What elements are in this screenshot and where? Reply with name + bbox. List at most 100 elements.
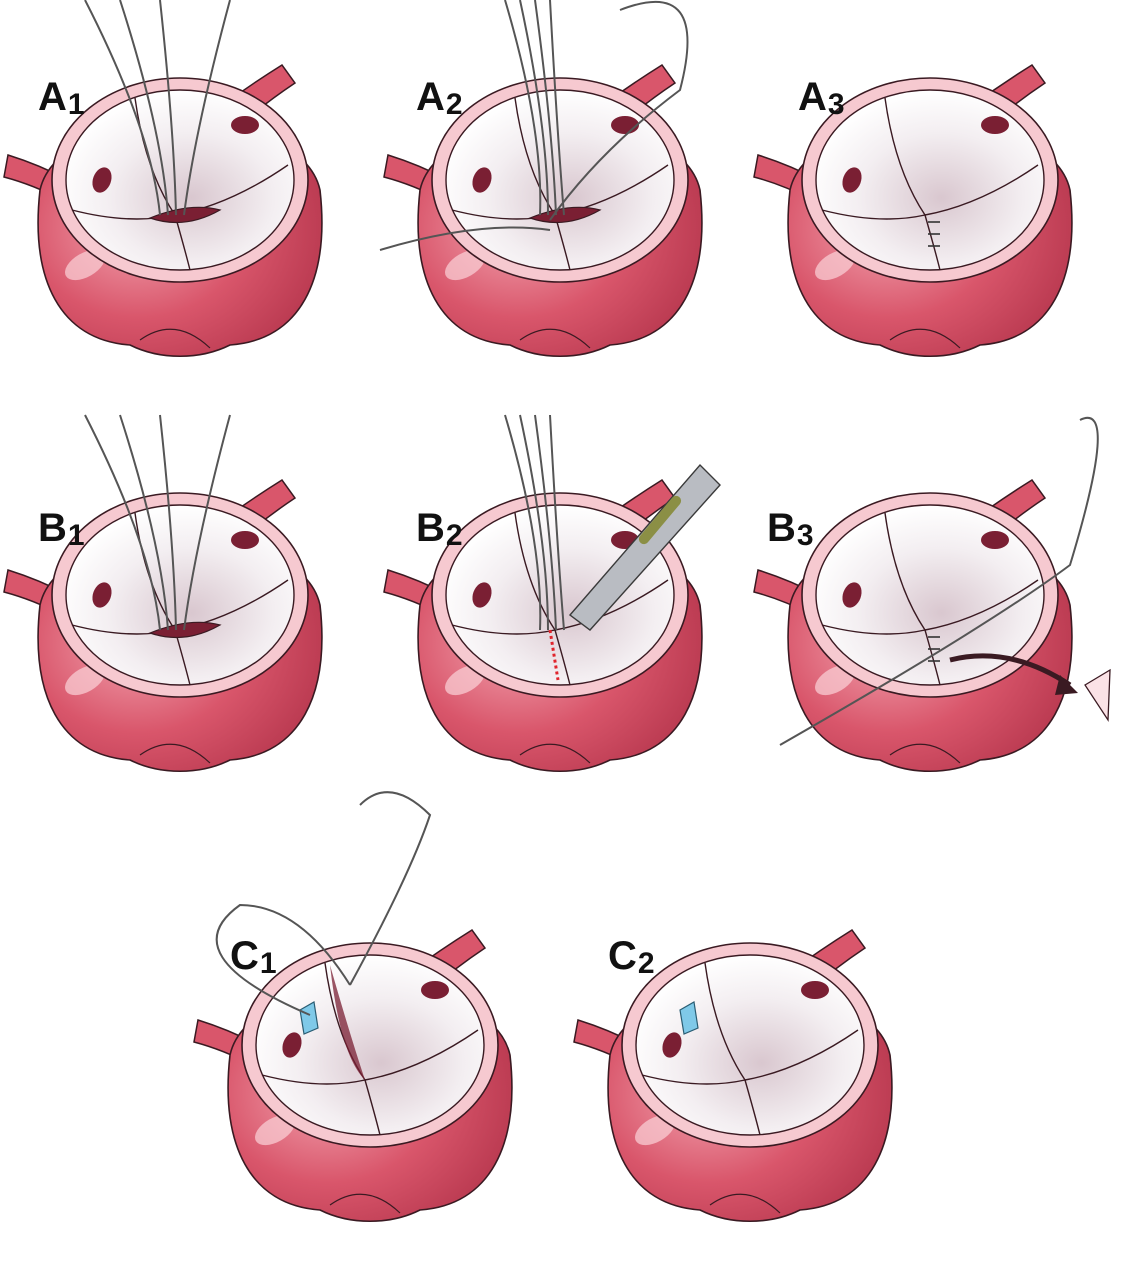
- panel-c1: C1: [193, 791, 540, 1260]
- suture-strand: [519, 0, 549, 216]
- commissure-line: [261, 1074, 366, 1085]
- commissure-line: [924, 164, 1039, 216]
- panel-label: C2: [608, 934, 655, 980]
- panel-b3: B3: [753, 417, 1111, 810]
- commissure-line: [364, 1029, 479, 1081]
- right-coronary-ostium: [231, 116, 259, 134]
- leaflet-defect: [528, 206, 602, 224]
- valve-illustration: [573, 928, 893, 1222]
- valve-illustration: [193, 791, 513, 1222]
- suture-strand: [504, 0, 542, 216]
- highlight: [65, 249, 105, 281]
- left-coronary-ostium: [472, 582, 492, 608]
- panel-b2: B2: [383, 414, 730, 810]
- panel-a1: A1: [3, 0, 350, 395]
- left-coronary-ostium: [842, 582, 862, 608]
- pledget: [299, 1001, 319, 1035]
- highlight: [815, 664, 855, 696]
- right-coronary-ostium: [801, 981, 829, 999]
- commissure-line: [554, 579, 669, 631]
- suture-strand: [159, 414, 177, 631]
- suture-strand: [519, 414, 549, 631]
- lobe-seam: [519, 328, 591, 349]
- valve-illustration: [379, 0, 703, 357]
- suture-strand: [119, 414, 169, 631]
- aortic-lumen: [65, 504, 295, 686]
- panel-label: A2: [416, 75, 463, 121]
- aortic-lumen: [255, 954, 485, 1136]
- scalpel-slot: [638, 495, 682, 545]
- commissure-line: [884, 97, 926, 216]
- suture-strand: [84, 0, 161, 216]
- incision-line: [548, 629, 560, 681]
- left-coronary-ostium: [282, 1032, 302, 1058]
- valve-illustration: [753, 417, 1111, 772]
- commissure-line: [744, 1029, 859, 1081]
- right-coronary-ostium: [421, 981, 449, 999]
- commissure-line: [704, 962, 746, 1081]
- panel-label: A1: [38, 75, 85, 121]
- suture-tail: [379, 226, 551, 251]
- panel-label: A3: [798, 75, 845, 121]
- suture-strand: [183, 414, 231, 631]
- right-coronary-ostium: [611, 116, 639, 134]
- lobe-seam: [329, 1193, 401, 1214]
- lobe-seam: [139, 743, 211, 764]
- commissure-line: [821, 624, 926, 635]
- suture-strand: [159, 0, 177, 216]
- panel-label: B3: [767, 506, 814, 552]
- commissure-line: [884, 512, 926, 631]
- suture-strand: [84, 414, 161, 631]
- commissure-line: [924, 579, 1039, 631]
- suture-strand: [549, 414, 565, 631]
- commissure-line: [821, 209, 926, 220]
- suture-loop: [215, 903, 351, 1016]
- panel-c2: C2: [573, 880, 920, 1260]
- commissure-line: [554, 629, 571, 686]
- curved-needle: [349, 791, 432, 986]
- panel-label: B1: [38, 506, 85, 552]
- commissure-line: [364, 1079, 381, 1136]
- aortic-lumen: [65, 89, 295, 271]
- aortic-lumen: [635, 954, 865, 1136]
- commissure-line: [451, 624, 556, 635]
- lobe-seam: [519, 743, 591, 764]
- commissure-line: [744, 1079, 761, 1136]
- arrow-shaft: [949, 653, 1072, 688]
- valve-illustration: [3, 414, 323, 772]
- highlight: [65, 664, 105, 696]
- valve-illustration: [3, 0, 323, 357]
- suture-strand: [549, 0, 565, 216]
- excised-wedge: [1084, 668, 1111, 723]
- pledget: [679, 1001, 699, 1035]
- right-coronary-ostium: [981, 531, 1009, 549]
- right-coronary-ostium: [981, 116, 1009, 134]
- highlight: [255, 1114, 295, 1146]
- valve-illustration: [383, 414, 721, 772]
- left-coronary-ostium: [662, 1032, 682, 1058]
- curved-needle: [549, 0, 689, 221]
- suture-strand: [534, 0, 557, 216]
- left-coronary-ostium: [92, 167, 112, 193]
- panel-a2: A2: [379, 0, 730, 395]
- scalpel-blade: [568, 463, 721, 631]
- right-coronary-ostium: [231, 531, 259, 549]
- lobe-seam: [139, 328, 211, 349]
- suture-strand: [119, 0, 169, 216]
- left-coronary-ostium: [472, 167, 492, 193]
- highlight: [815, 249, 855, 281]
- lobe-seam: [709, 1193, 781, 1214]
- highlight: [445, 249, 485, 281]
- suture-strand: [183, 0, 231, 216]
- suture-strand: [504, 414, 542, 631]
- lobe-seam: [889, 328, 961, 349]
- left-coronary-ostium: [842, 167, 862, 193]
- left-coronary-ostium: [92, 582, 112, 608]
- panel-label: B2: [416, 506, 463, 552]
- panel-label: C1: [230, 934, 277, 980]
- highlight: [445, 664, 485, 696]
- suture-strand: [534, 414, 557, 631]
- panel-a3: A3: [753, 15, 1100, 395]
- aortic-lumen: [445, 504, 675, 686]
